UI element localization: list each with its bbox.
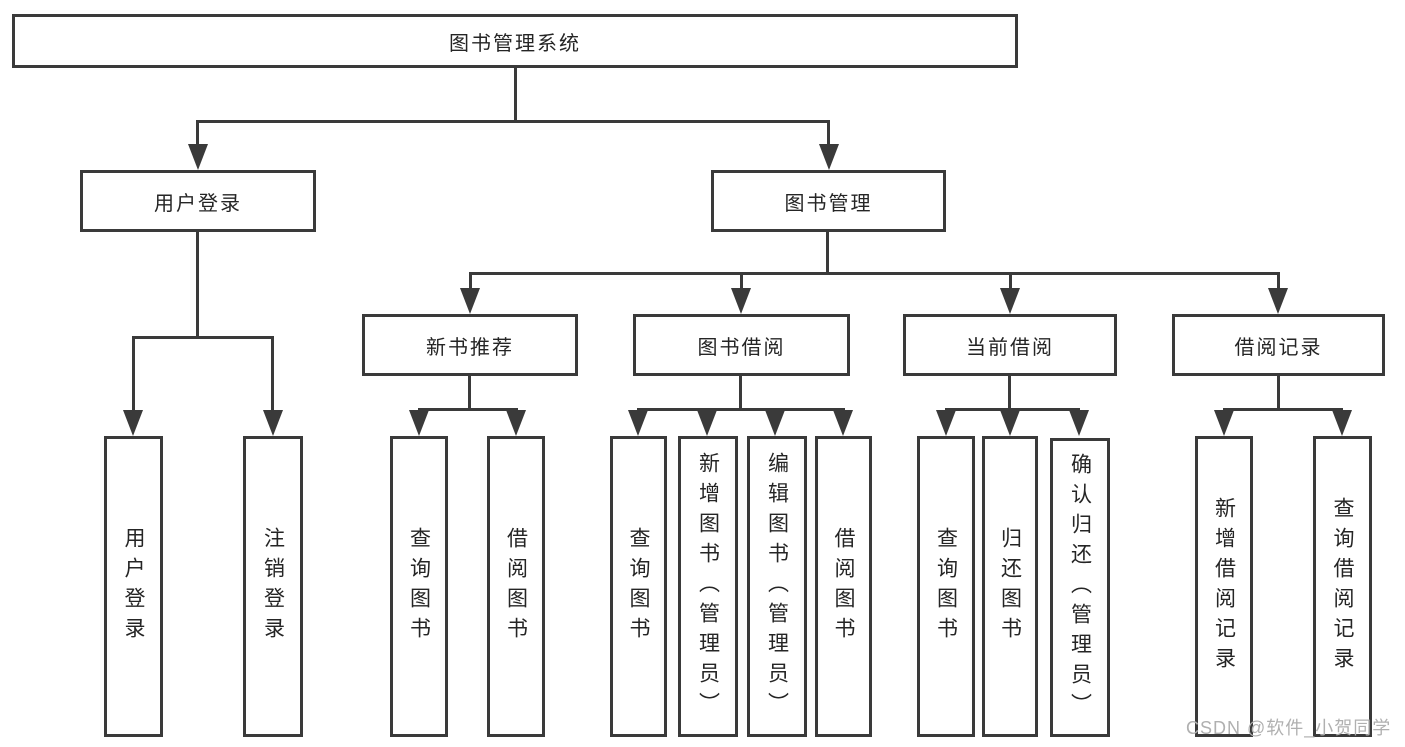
arrowhead-icon	[506, 410, 526, 436]
node-label: 图书借阅	[697, 336, 786, 359]
connector-line	[945, 408, 1080, 411]
arrowhead-icon	[1214, 410, 1234, 436]
connector-line	[1223, 408, 1343, 411]
leaf-label: 借阅图书	[832, 526, 855, 647]
arrowhead-icon	[697, 410, 717, 436]
connector-line	[132, 336, 135, 412]
leaf-borrow-books: 借阅图书	[815, 436, 872, 737]
leaf-label: 用户登录	[122, 526, 145, 647]
node-root-library-system: 图书管理系统	[12, 14, 1018, 68]
leaf-add-books-admin: 新增图书（管理员）	[678, 436, 738, 737]
arrowhead-icon	[263, 410, 283, 436]
arrowhead-icon	[460, 288, 480, 314]
leaf-label: 新增借阅记录	[1212, 496, 1236, 677]
node-label: 新书推荐	[426, 336, 514, 359]
connector-line	[637, 408, 845, 411]
connector-line	[1008, 376, 1011, 408]
node-new-book-recommend: 新书推荐	[362, 314, 578, 376]
leaf-add-borrow-record: 新增借阅记录	[1195, 436, 1253, 737]
connector-line	[469, 272, 1279, 275]
csdn-watermark: CSDN @软件_小贺同学	[1186, 718, 1392, 738]
node-book-borrow: 图书借阅	[633, 314, 850, 376]
node-label: 图书管理系统	[449, 32, 581, 55]
leaf-label: 查询图书	[407, 526, 431, 647]
leaf-borrow-books-recommend: 借阅图书	[487, 436, 545, 737]
leaf-query-borrow-record: 查询借阅记录	[1313, 436, 1372, 737]
connector-line	[196, 120, 199, 148]
connector-line	[826, 232, 829, 272]
connector-line	[469, 272, 472, 292]
connector-line	[271, 336, 274, 412]
node-current-borrow: 当前借阅	[903, 314, 1117, 376]
arrowhead-icon	[628, 410, 648, 436]
arrowhead-icon	[731, 288, 751, 314]
leaf-label: 查询图书	[934, 526, 958, 647]
arrowhead-icon	[1069, 410, 1089, 436]
connector-line	[196, 232, 199, 336]
leaf-label: 编辑图书（管理员）	[765, 451, 789, 722]
leaf-label: 查询图书	[627, 526, 650, 647]
arrowhead-icon	[1332, 410, 1352, 436]
arrowhead-icon	[833, 410, 853, 436]
leaf-query-books-borrow: 查询图书	[610, 436, 667, 737]
arrowhead-icon	[1000, 288, 1020, 314]
leaf-query-books-current: 查询图书	[917, 436, 975, 737]
connector-line	[196, 120, 830, 123]
arrowhead-icon	[188, 144, 208, 170]
leaf-label: 借阅图书	[504, 526, 528, 647]
node-book-management: 图书管理	[711, 170, 946, 232]
connector-line	[1277, 272, 1280, 292]
leaf-return-books: 归还图书	[982, 436, 1038, 737]
node-label: 图书管理	[784, 192, 873, 215]
connector-line	[827, 120, 830, 148]
connector-line	[514, 68, 517, 120]
leaf-edit-books-admin: 编辑图书（管理员）	[747, 436, 807, 737]
arrowhead-icon	[1000, 410, 1020, 436]
node-label: 当前借阅	[966, 336, 1054, 359]
arrowhead-icon	[936, 410, 956, 436]
leaf-label: 归还图书	[998, 526, 1022, 647]
node-label: 借阅记录	[1234, 336, 1323, 359]
leaf-label: 注销登录	[261, 526, 285, 647]
arrowhead-icon	[765, 410, 785, 436]
arrowhead-icon	[409, 410, 429, 436]
leaf-user-login: 用户登录	[104, 436, 163, 737]
connector-line	[1009, 272, 1012, 292]
connector-line	[418, 408, 518, 411]
leaf-label: 查询借阅记录	[1331, 496, 1354, 677]
leaf-confirm-return-admin: 确认归还（管理员）	[1050, 438, 1110, 737]
node-borrow-records: 借阅记录	[1172, 314, 1385, 376]
arrowhead-icon	[1268, 288, 1288, 314]
connector-line	[739, 376, 742, 408]
leaf-label: 新增图书（管理员）	[696, 451, 720, 722]
leaf-query-books-recommend: 查询图书	[390, 436, 448, 737]
node-user-login: 用户登录	[80, 170, 316, 232]
arrowhead-icon	[819, 144, 839, 170]
leaf-label: 确认归还（管理员）	[1068, 452, 1092, 723]
arrowhead-icon	[123, 410, 143, 436]
connector-line	[740, 272, 743, 292]
connector-line	[1277, 376, 1280, 408]
connector-line	[132, 336, 274, 339]
leaf-logout: 注销登录	[243, 436, 303, 737]
node-label: 用户登录	[154, 192, 242, 215]
connector-line	[468, 376, 471, 408]
